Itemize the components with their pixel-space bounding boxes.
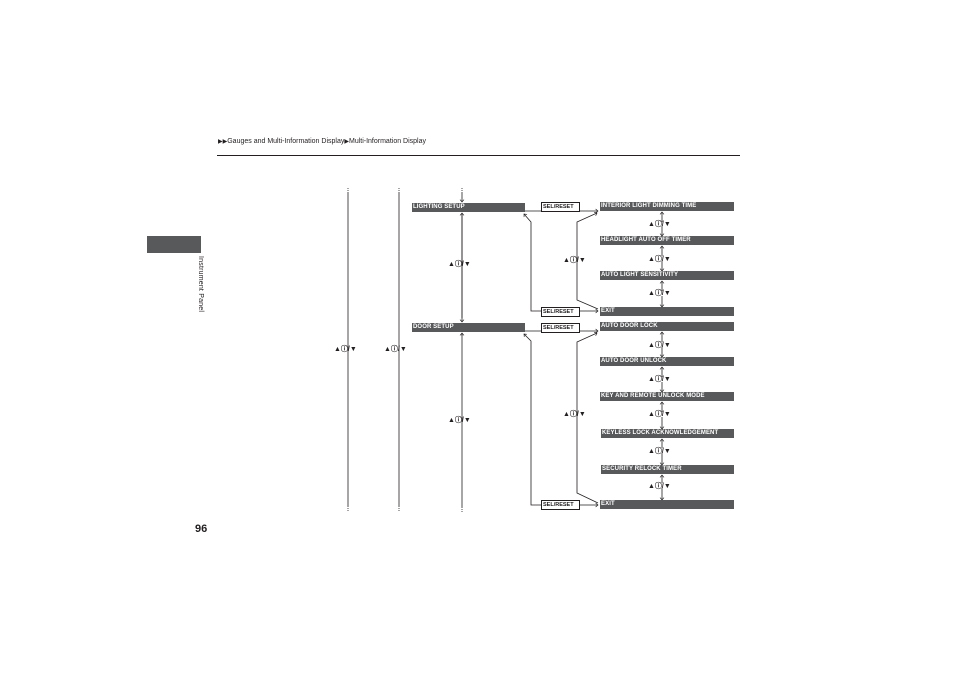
updown-control-label: ▲ⓘ/▼	[448, 261, 471, 268]
lighting-item-interior-light-dimming-time[interactable]: INTERIOR LIGHT DIMMING TIME	[600, 202, 734, 211]
updown-control-label: ▲ⓘ/▼	[648, 448, 671, 455]
door-item-auto-door-unlock[interactable]: AUTO DOOR UNLOCK	[600, 357, 734, 366]
updown-control-label: ▲ⓘ/▼	[648, 411, 671, 418]
chapter-tab	[147, 236, 201, 253]
updown-control-label: ▲ⓘ/▼	[648, 376, 671, 383]
updown-control-label: ▲ⓘ/▼	[648, 290, 671, 297]
updown-control-label: ▲ⓘ/▼	[563, 411, 586, 418]
sel-reset-button[interactable]: SEL/RESET	[541, 202, 580, 212]
header-rule	[217, 155, 740, 156]
updown-control-label: ▲ⓘ/▼	[648, 221, 671, 228]
breadcrumb-subsection[interactable]: Multi-Information Display	[348, 138, 427, 145]
updown-control-label: ▲ⓘ/▼	[648, 483, 671, 490]
chapter-label: Instrument Panel	[197, 256, 204, 313]
door-item-auto-door-lock[interactable]: AUTO DOOR LOCK	[600, 322, 734, 331]
breadcrumb-section[interactable]: Gauges and Multi-Information Display	[227, 138, 345, 145]
updown-control-label: ▲ⓘ/▼	[448, 417, 471, 424]
door-item-keyless-lock-acknowledgement[interactable]: KEYLESS LOCK ACKNOWLEDGEMENT	[601, 429, 734, 438]
door-item-security-relock-timer[interactable]: SECURITY RELOCK TIMER	[601, 465, 734, 474]
lighting-item-exit[interactable]: EXIT	[600, 307, 734, 316]
sel-reset-button[interactable]: SEL/RESET	[541, 500, 580, 510]
sel-reset-button[interactable]: SEL/RESET	[541, 323, 580, 333]
updown-control-label: ▲ⓘ/▼	[648, 256, 671, 263]
updown-control-label: ▲ⓘ/▼	[334, 346, 357, 353]
updown-control-label: ▲ⓘ/▼	[563, 257, 586, 264]
breadcrumb-arrows: ▶▶	[218, 139, 228, 145]
breadcrumb: ▶▶Gauges and Multi-Information Display▶M…	[218, 138, 426, 145]
lighting-item-headlight-auto-off-timer[interactable]: HEADLIGHT AUTO OFF TIMER	[600, 236, 734, 245]
breadcrumb-separator: ▶	[344, 139, 349, 145]
updown-control-label: ▲ⓘ/▼	[384, 346, 407, 353]
door-item-key-and-remote-unlock-mode[interactable]: KEY AND REMOTE UNLOCK MODE	[600, 392, 734, 401]
page-number: 96	[195, 523, 208, 535]
lighting-item-auto-light-sensitivity[interactable]: AUTO LIGHT SENSITIVITY	[600, 271, 734, 280]
menu-lighting-setup[interactable]: LIGHTING SETUP	[412, 203, 525, 212]
sel-reset-button[interactable]: SEL/RESET	[541, 307, 580, 317]
updown-control-label: ▲ⓘ/▼	[648, 342, 671, 349]
door-item-exit[interactable]: EXIT	[600, 500, 734, 509]
menu-door-setup[interactable]: DOOR SETUP	[412, 323, 525, 332]
